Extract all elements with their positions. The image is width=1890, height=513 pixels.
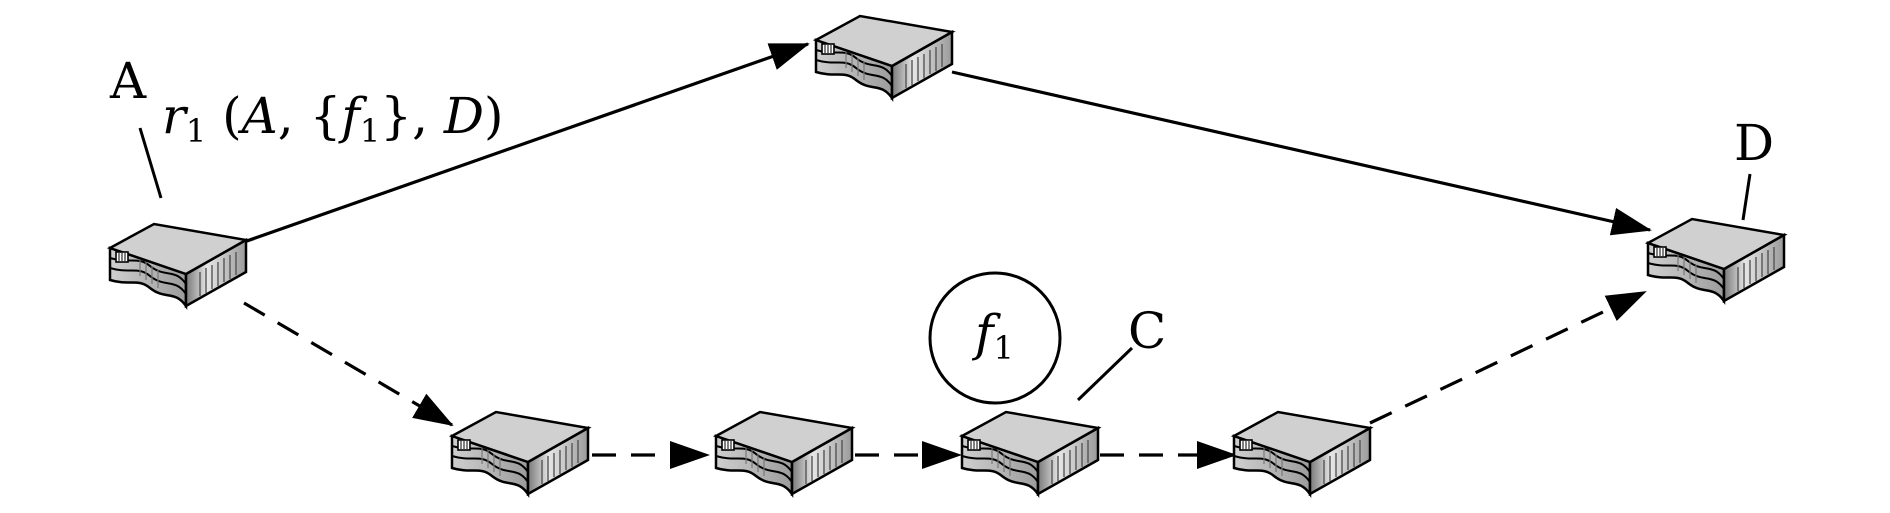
- switch-b2: [714, 410, 854, 496]
- leader-d: [1741, 173, 1752, 221]
- function-label: f1: [971, 304, 1014, 367]
- rule-sep1: , {: [278, 87, 342, 145]
- rule-src: A: [238, 87, 278, 145]
- node-label-a: A: [109, 52, 147, 110]
- edge-top-d: [951, 70, 1652, 236]
- switch-c: [960, 410, 1100, 496]
- edge-a-b1: [243, 301, 454, 427]
- node-label-d: D: [1734, 114, 1774, 172]
- rule-sub: 1: [186, 112, 206, 150]
- function-circle: [928, 271, 1062, 405]
- function-f1-circle: f1: [928, 271, 1062, 405]
- leader-c: [1076, 346, 1134, 402]
- rule-close: ): [484, 87, 504, 145]
- rule-open: (: [206, 87, 241, 145]
- node-label-c: C: [1128, 302, 1166, 360]
- alternate-path: [243, 290, 1647, 469]
- edge-b4-d: [1369, 290, 1647, 425]
- switch-a: [108, 222, 248, 308]
- switch-top: [814, 14, 954, 100]
- rule-annotation: r1 (A, {f1}, D): [162, 87, 503, 150]
- switch-b1: [450, 410, 590, 496]
- rule-sep2: },: [380, 87, 444, 145]
- rule-func-sub: 1: [360, 112, 380, 150]
- rule-name: r: [162, 87, 189, 145]
- edge-a-top: [223, 42, 810, 251]
- rule-dst: D: [443, 87, 484, 145]
- switch-b4: [1232, 410, 1372, 496]
- primary-path: [223, 42, 1652, 251]
- switch-d: [1646, 217, 1786, 303]
- leader-a: [138, 127, 163, 199]
